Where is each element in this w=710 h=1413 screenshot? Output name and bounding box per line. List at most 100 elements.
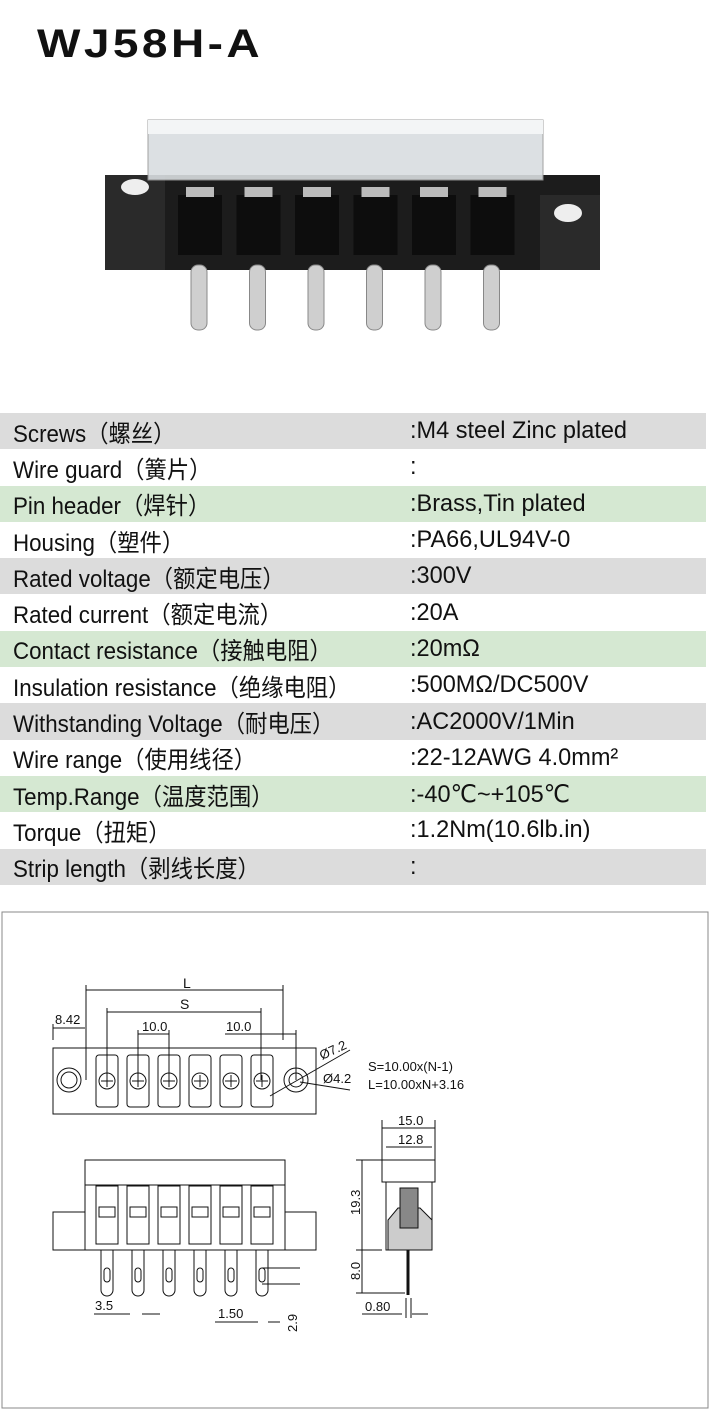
front-view-cell [95, 1185, 119, 1245]
spec-row: Housing（塑件） :PA66,UL94V-0 [0, 521, 706, 559]
front-view-clamp [129, 1206, 147, 1218]
spec-label: Insulation resistance（绝缘电阻） [13, 674, 351, 702]
photo-terminal [178, 195, 222, 255]
spec-value: :500MΩ/DC500V [410, 671, 589, 699]
pin [224, 1250, 238, 1297]
spec-row: Strip length（剥线长度）: [0, 848, 706, 885]
dim-2-9: 2.9 [285, 1314, 300, 1332]
pin-hole [196, 1267, 204, 1283]
front-view-clamp [253, 1206, 271, 1218]
photo-pin [190, 264, 208, 331]
pin-hole [165, 1267, 173, 1283]
front-view-cell [126, 1185, 150, 1245]
dim-width-12-8: 12.8 [398, 1132, 423, 1147]
dim-S: S [180, 996, 189, 1012]
screw-icon [160, 1072, 178, 1090]
photo-pin [424, 264, 442, 331]
top-view-cell [219, 1054, 243, 1108]
photo-contact [303, 187, 331, 197]
spec-label: Wire range（使用线径） [13, 747, 257, 775]
spec-label: Rated current（额定电流） [13, 602, 283, 630]
front-view-clamp [98, 1206, 116, 1218]
dim-3-5: 3.5 [95, 1298, 113, 1313]
dim-height-8: 8.0 [348, 1262, 363, 1280]
dim-dia-7-2: Ø7.2 [317, 1037, 349, 1063]
screw-slot [225, 1075, 237, 1087]
spec-value: :Brass,Tin plated [410, 489, 586, 517]
spec-label: Withstanding Voltage（耐电压） [13, 711, 335, 739]
spec-value: : [410, 453, 417, 481]
spec-value: : [410, 852, 417, 880]
pin [131, 1250, 145, 1297]
front-view-clamp [160, 1206, 178, 1218]
photo-contact [478, 187, 507, 197]
front-view-cell [157, 1185, 181, 1245]
photo-terminal [353, 195, 398, 255]
spec-value: :300V [410, 562, 472, 590]
product-title: WJ58H-A [37, 22, 264, 66]
dim-L: L [183, 975, 191, 991]
screw-icon [129, 1072, 147, 1090]
top-view-cell [188, 1054, 212, 1108]
spec-row: Rated current（额定电流） :20A [0, 594, 706, 631]
screw-slot [194, 1075, 206, 1087]
top-view-cell [157, 1054, 181, 1108]
dim-pitch-1: 10.0 [142, 1019, 167, 1034]
photo-terminal [236, 195, 281, 255]
spec-row: Contact resistance（接触电阻） :20mΩ [0, 630, 706, 668]
photo-terminal [412, 195, 456, 255]
spec-value: :PA66,UL94V-0 [410, 526, 571, 554]
pin [255, 1250, 269, 1297]
photo-terminal [295, 195, 339, 255]
screw-icon [253, 1072, 271, 1090]
photo-terminal [470, 195, 515, 255]
front-view-cell [188, 1185, 212, 1245]
pin-hole [103, 1267, 111, 1283]
spec-row: Withstanding Voltage（耐电压）:AC2000V/1Min [0, 703, 706, 740]
photo-contact [420, 187, 448, 197]
pin [100, 1250, 114, 1297]
pin-hole [258, 1267, 266, 1283]
screw-slot [163, 1075, 175, 1087]
spec-row: Rated voltage（额定电压） :300V [0, 558, 706, 595]
front-view-clamp [191, 1206, 209, 1218]
photo-pin [249, 264, 266, 331]
formula-l: L=10.00xN+3.16 [368, 1077, 464, 1092]
spec-label: Housing（塑件） [13, 529, 185, 557]
spec-label: Temp.Range（温度范围） [13, 783, 274, 811]
spec-row: Wire guard（簧片）: [0, 449, 706, 486]
spec-label: Contact resistance（接触电阻） [13, 638, 332, 666]
photo-contact [186, 187, 214, 197]
product-photo [105, 119, 600, 331]
spec-value: :1.2Nm(10.6lb.in) [410, 816, 591, 844]
spec-label: Rated voltage（额定电压） [13, 565, 285, 593]
dim-width-15: 15.0 [398, 1113, 423, 1128]
dim-pitch-2: 10.0 [226, 1019, 251, 1034]
spec-row: Torque（扭矩） :1.2Nm(10.6lb.in) [0, 812, 706, 849]
spec-value: :20A [410, 598, 459, 626]
spec-label: Torque（扭矩） [13, 819, 171, 847]
spec-row: Temp.Range（温度范围）:-40℃~+105℃ [0, 775, 706, 813]
dim-dia-4-2: Ø4.2 [323, 1071, 351, 1086]
spec-label: Pin header（焊针） [13, 493, 211, 521]
pin-hole [134, 1267, 142, 1283]
screw-icon [191, 1072, 209, 1090]
spec-value: :22-12AWG 4.0mm² [410, 743, 619, 771]
spec-label: Strip length（剥线长度） [13, 856, 260, 884]
spec-label: Wire guard（簧片） [13, 456, 212, 484]
front-view-clamp [222, 1206, 240, 1218]
dim-1-50: 1.50 [218, 1306, 243, 1321]
screw-icon [222, 1072, 240, 1090]
dim-thickness-0-8: 0.80 [365, 1299, 390, 1314]
spec-value: :20mΩ [410, 634, 480, 662]
photo-contact [244, 187, 273, 197]
screw-slot [101, 1075, 113, 1087]
pin-hole [227, 1267, 235, 1283]
spec-label: Screws（螺丝） [13, 420, 176, 448]
photo-contact [361, 187, 390, 197]
pin [193, 1250, 207, 1297]
screw-icon [98, 1072, 116, 1090]
photo-pin [483, 264, 500, 331]
dim-8-42: 8.42 [55, 1012, 80, 1027]
